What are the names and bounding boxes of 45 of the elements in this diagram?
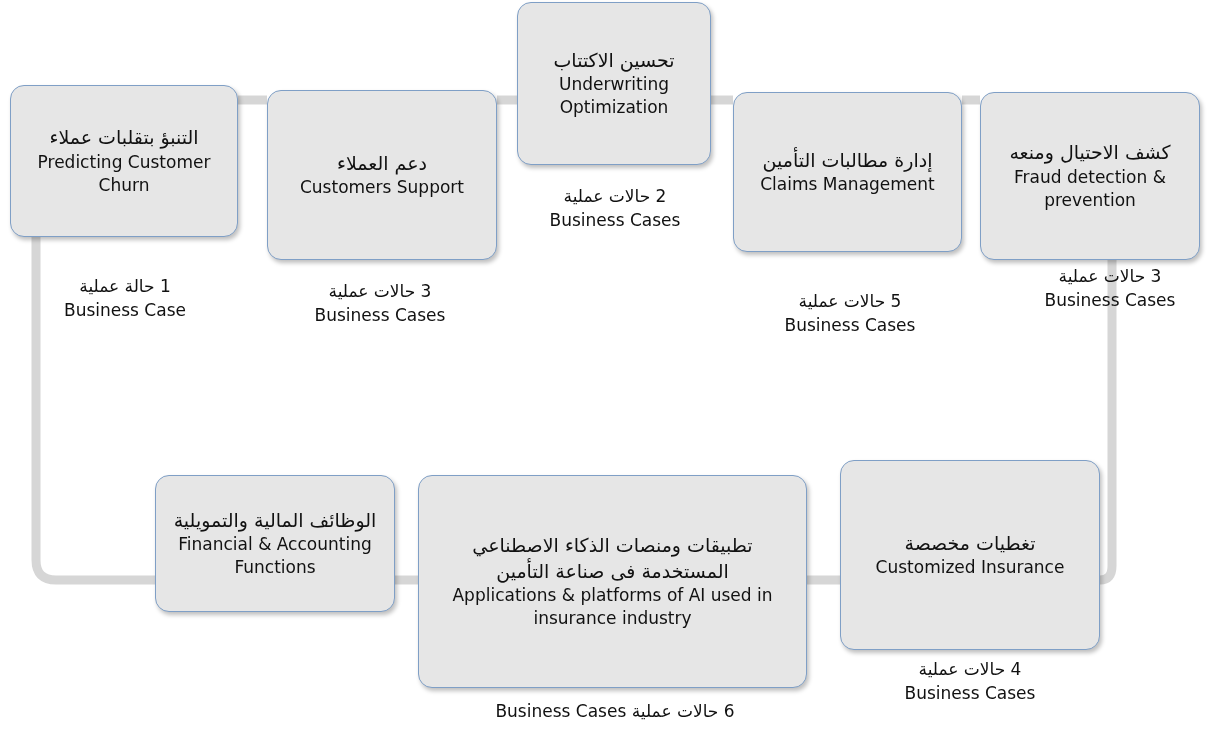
connector-line: [711, 95, 733, 105]
box-label: Applications & platforms of AI used in insurance industry: [451, 584, 774, 631]
case-count-label: 1 حالة عملية: [78, 275, 172, 298]
rounded-box: [155, 475, 395, 612]
box-label: Underwriting Optimization: [558, 73, 670, 120]
rounded-box: [517, 2, 711, 165]
connector-line: [497, 95, 517, 105]
connector-line: [1099, 260, 1117, 585]
box-label: Customized Insurance: [875, 556, 1065, 580]
box-label: Fraud detection & prevention: [1013, 165, 1167, 212]
box-label: تحسين الاكتتاب: [553, 47, 675, 74]
case-count-label: Business Cases: [903, 681, 1037, 705]
box-label: Predicting Customer Churn: [36, 150, 212, 197]
box-label: تغطيات مخصصة: [904, 530, 1036, 556]
box-label: الوظائف المالية والتمويلية: [173, 507, 377, 534]
case-count-label: 5 حالات عملية: [797, 290, 903, 313]
connector-line: [31, 237, 155, 585]
connector-line: [238, 95, 267, 105]
case-count-label: 6 حالات عملية Business Cases: [494, 700, 736, 723]
box-label: كشف الاحتيال ومنعه: [1009, 140, 1171, 166]
box-label: دعم العملاء: [337, 150, 427, 177]
rounded-box: [267, 90, 497, 260]
case-count-label: Business Cases: [548, 208, 682, 232]
box-label: Customers Support: [299, 176, 464, 200]
case-count-label: Business Cases: [783, 313, 917, 337]
box-label: إدارة مطالبات التأمين: [762, 147, 933, 174]
case-count-label: 2 حالات عملية: [562, 185, 668, 208]
rounded-box: [840, 460, 1100, 650]
box-label: تطبيقات ومنصات الذكاء الاصطناعي المستخدمة فى صناعة التأمين: [471, 532, 754, 585]
case-count-label: Business Case: [63, 298, 187, 322]
case-count-label: 3 حالات عملية: [1057, 265, 1163, 288]
connector-line: [962, 95, 980, 105]
connector-line: [807, 575, 840, 585]
case-count-label: 3 حالات عملية: [327, 280, 433, 303]
rounded-box: [980, 92, 1200, 260]
connector-line: [395, 575, 418, 585]
rounded-box: [733, 92, 962, 252]
box-label: التنبؤ بتقلبات عملاء: [49, 125, 199, 151]
case-count-label: 4 حالات عملية: [917, 658, 1023, 681]
box-label: Claims Management: [760, 173, 935, 197]
case-count-label: Business Cases: [313, 303, 447, 327]
rounded-box: [418, 475, 807, 688]
rounded-box: [10, 85, 238, 237]
box-label: Financial & Accounting Functions: [177, 533, 373, 580]
case-count-label: Business Cases: [1043, 288, 1177, 312]
